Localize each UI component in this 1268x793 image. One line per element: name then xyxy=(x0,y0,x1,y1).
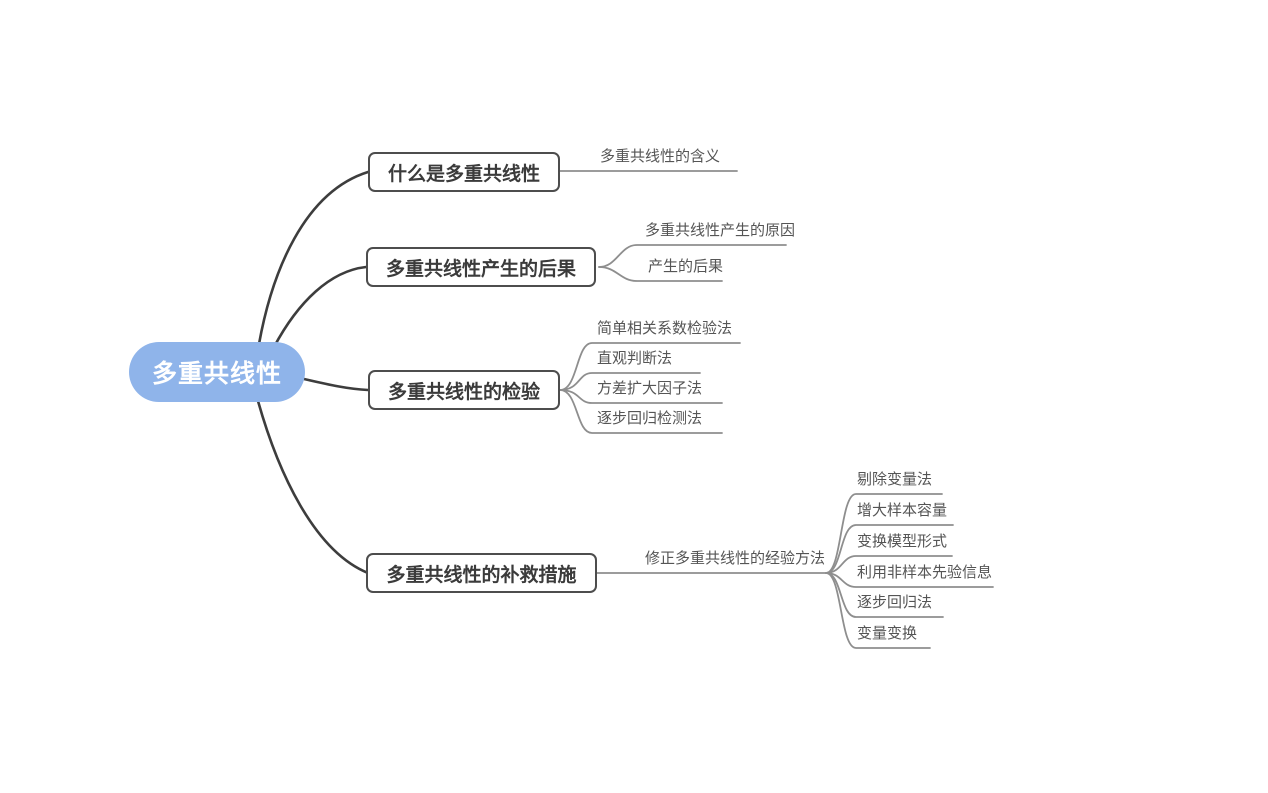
connector-branch4-leaf-2 xyxy=(825,524,954,574)
connector-root-branch-3 xyxy=(302,377,370,392)
branch-box-tests[interactable]: 多重共线性的检验 xyxy=(368,370,560,410)
connector-branch3-child-1 xyxy=(559,342,741,391)
subtopic-simple-correlation-test[interactable]: 简单相关系数检验法 xyxy=(597,320,733,337)
subtopic-empirical-correction-methods[interactable]: 修正多重共线性的经验方法 xyxy=(645,550,826,567)
connector-root-branch-2 xyxy=(272,265,368,349)
leaf-use-non-sample-prior-info[interactable]: 利用非样本先验信息 xyxy=(857,564,993,581)
subtopic-causes[interactable]: 多重共线性产生的原因 xyxy=(645,222,796,239)
connector-branch4-leaf-1 xyxy=(825,493,943,574)
branch-box-consequences[interactable]: 多重共线性产生的后果 xyxy=(366,247,596,287)
connector-branch3-child-2 xyxy=(559,372,701,391)
connector-branch4-leaf-3 xyxy=(825,555,953,574)
connector-branch2-child-2 xyxy=(598,266,723,282)
subtopic-resulting-consequences[interactable]: 产生的后果 xyxy=(648,258,724,275)
subtopic-intuitive-judgment[interactable]: 直观判断法 xyxy=(597,350,673,367)
leaf-variable-transformation[interactable]: 变量变换 xyxy=(857,625,918,642)
subtopic-stepwise-regression-test[interactable]: 逐步回归检测法 xyxy=(597,410,703,427)
connector-branch3-child-4 xyxy=(559,389,723,434)
leaf-stepwise-regression[interactable]: 逐步回归法 xyxy=(857,594,933,611)
connector-root-branch-4 xyxy=(256,399,370,575)
connector-branch4-leaf-6 xyxy=(825,572,931,649)
subtopic-vif-method[interactable]: 方差扩大因子法 xyxy=(597,380,703,397)
connector-branch3-child-3 xyxy=(559,389,723,404)
connector-branch2-child-1 xyxy=(598,244,787,268)
leaf-remove-variables[interactable]: 剔除变量法 xyxy=(857,471,933,488)
branch-box-what-is-multicollinearity[interactable]: 什么是多重共线性 xyxy=(368,152,560,192)
connector-root-branch-1 xyxy=(257,170,370,346)
subtopic-meaning[interactable]: 多重共线性的含义 xyxy=(600,148,721,165)
branch-box-remedies[interactable]: 多重共线性的补救措施 xyxy=(366,553,597,593)
leaf-transform-model-form[interactable]: 变换模型形式 xyxy=(857,533,948,550)
leaf-increase-sample-size[interactable]: 增大样本容量 xyxy=(857,502,948,519)
root-topic-multicollinearity[interactable]: 多重共线性 xyxy=(129,342,305,402)
